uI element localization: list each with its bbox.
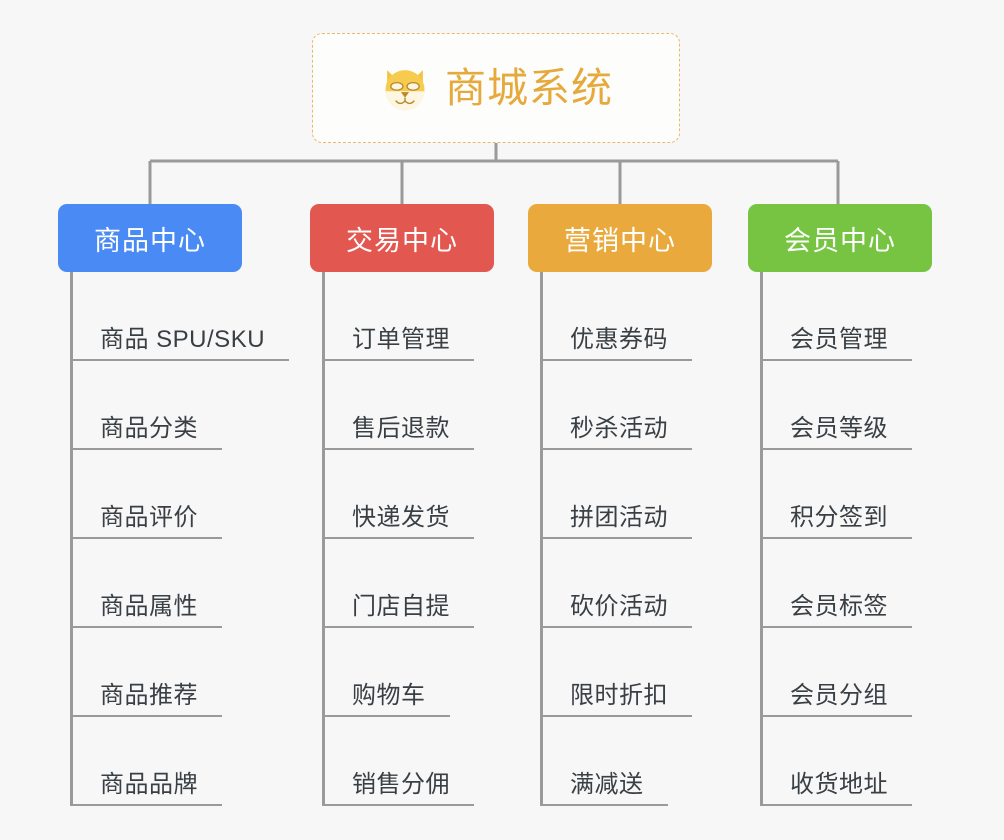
leaf-label: 商品推荐 — [100, 681, 198, 709]
list-item[interactable]: 商品品牌 — [58, 717, 358, 806]
branch-trade-center: 交易中心 订单管理 售后退款 快递发货 门店自提 购物车 销售分佣 — [310, 204, 540, 806]
branch-spine — [540, 272, 543, 806]
branch-body: 商品 SPU/SKU 商品分类 商品评价 商品属性 商品推荐 商品品牌 — [58, 272, 358, 806]
leaf-label: 满减送 — [570, 770, 644, 798]
branch-header-trade-center[interactable]: 交易中心 — [310, 204, 494, 272]
dog-face-icon — [385, 70, 425, 111]
list-item[interactable]: 商品 SPU/SKU — [58, 272, 358, 361]
root-title: 商城系统 — [445, 64, 613, 111]
list-item[interactable]: 会员管理 — [748, 272, 978, 361]
branch-body: 会员管理 会员等级 积分签到 会员标签 会员分组 收货地址 — [748, 272, 978, 806]
leaf-label: 会员分组 — [790, 681, 888, 709]
leaf-label: 商品分类 — [100, 414, 198, 442]
leaf-label: 门店自提 — [352, 592, 450, 620]
list-item[interactable]: 快递发货 — [310, 450, 540, 539]
leaf-label: 拼团活动 — [570, 503, 668, 531]
list-item[interactable]: 销售分佣 — [310, 717, 540, 806]
leaf-label: 购物车 — [352, 681, 426, 709]
list-item[interactable]: 订单管理 — [310, 272, 540, 361]
list-item[interactable]: 门店自提 — [310, 539, 540, 628]
list-item[interactable]: 砍价活动 — [528, 539, 758, 628]
list-item[interactable]: 满减送 — [528, 717, 758, 806]
leaf-label: 秒杀活动 — [570, 414, 668, 442]
leaf-label: 会员管理 — [790, 325, 888, 353]
list-item[interactable]: 商品分类 — [58, 361, 358, 450]
branch-product-center: 商品中心 商品 SPU/SKU 商品分类 商品评价 商品属性 商品推荐 商品品牌 — [58, 204, 358, 806]
leaf-label: 会员标签 — [790, 592, 888, 620]
leaf-label: 售后退款 — [352, 414, 450, 442]
branch-spine — [760, 272, 763, 806]
list-item[interactable]: 商品评价 — [58, 450, 358, 539]
branch-member-center: 会员中心 会员管理 会员等级 积分签到 会员标签 会员分组 收货地址 — [748, 204, 978, 806]
leaf-label: 商品属性 — [100, 592, 198, 620]
branch-label: 会员中心 — [784, 225, 896, 256]
branch-body: 订单管理 售后退款 快递发货 门店自提 购物车 销售分佣 — [310, 272, 540, 806]
leaf-label: 收货地址 — [790, 770, 888, 798]
leaf-label: 销售分佣 — [352, 770, 450, 798]
leaf-label: 限时折扣 — [570, 681, 668, 709]
leaf-label: 优惠券码 — [570, 325, 668, 353]
branch-marketing-center: 营销中心 优惠券码 秒杀活动 拼团活动 砍价活动 限时折扣 满减送 — [528, 204, 758, 806]
branch-spine — [70, 272, 73, 806]
list-item[interactable]: 秒杀活动 — [528, 361, 758, 450]
leaf-label: 商品品牌 — [100, 770, 198, 798]
list-item[interactable]: 商品推荐 — [58, 628, 358, 717]
leaf-label: 砍价活动 — [570, 592, 668, 620]
list-item[interactable]: 限时折扣 — [528, 628, 758, 717]
leaf-label: 会员等级 — [790, 414, 888, 442]
leaf-label: 订单管理 — [352, 325, 450, 353]
branch-header-product-center[interactable]: 商品中心 — [58, 204, 242, 272]
list-item[interactable]: 会员分组 — [748, 628, 978, 717]
list-item[interactable]: 收货地址 — [748, 717, 978, 806]
list-item[interactable]: 购物车 — [310, 628, 540, 717]
branch-label: 交易中心 — [346, 225, 458, 256]
list-item[interactable]: 会员等级 — [748, 361, 978, 450]
branch-label: 营销中心 — [564, 225, 676, 256]
list-item[interactable]: 售后退款 — [310, 361, 540, 450]
list-item[interactable]: 积分签到 — [748, 450, 978, 539]
list-item[interactable]: 会员标签 — [748, 539, 978, 628]
leaf-label: 积分签到 — [790, 503, 888, 531]
leaf-label: 商品评价 — [100, 503, 198, 531]
list-item[interactable]: 拼团活动 — [528, 450, 758, 539]
branch-header-marketing-center[interactable]: 营销中心 — [528, 204, 712, 272]
branch-label: 商品中心 — [94, 225, 206, 256]
list-item[interactable]: 商品属性 — [58, 539, 358, 628]
branch-header-member-center[interactable]: 会员中心 — [748, 204, 932, 272]
branch-body: 优惠券码 秒杀活动 拼团活动 砍价活动 限时折扣 满减送 — [528, 272, 758, 806]
list-item[interactable]: 优惠券码 — [528, 272, 758, 361]
leaf-label: 快递发货 — [352, 503, 450, 531]
leaf-label: 商品 SPU/SKU — [100, 325, 266, 353]
branch-spine — [322, 272, 325, 806]
root-node[interactable]: 商城系统 — [312, 33, 680, 143]
